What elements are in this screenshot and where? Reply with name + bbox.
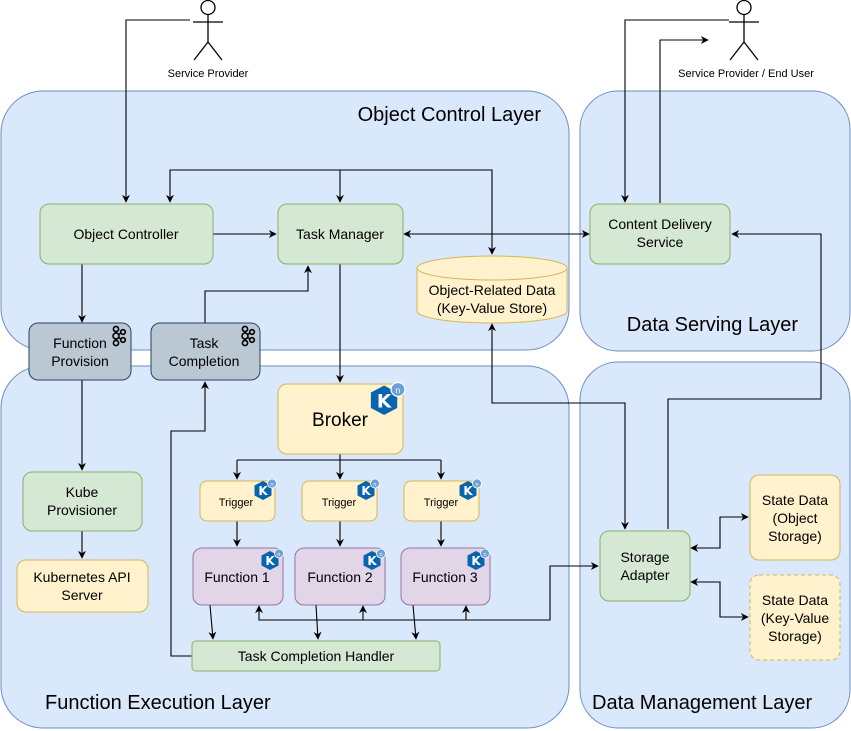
kubernetes-api-label: Kubernetes API xyxy=(33,569,130,585)
edge-function-1-to-handler xyxy=(208,604,217,640)
edge-storage-to-cds xyxy=(667,230,822,529)
object-related-data-store[interactable]: Object-Related Data (Key-Value Store) xyxy=(416,255,568,324)
trigger-2-node[interactable]: Trigger xyxy=(301,478,380,522)
task-completion-sublabel: Completion xyxy=(169,353,240,369)
kube-provisioner-node[interactable]: Kube Provisioner xyxy=(22,471,143,532)
service-provider-label: Service Provider xyxy=(168,68,249,80)
function-execution-layer-title: Function Execution Layer xyxy=(45,692,271,714)
task-completion-handler-label: Task Completion Handler xyxy=(238,648,395,664)
task-completion-label: Task xyxy=(190,335,220,351)
state-object-label: State Data xyxy=(762,492,828,508)
function-provision-label: Function xyxy=(53,335,107,351)
service-provider-end-user-actor xyxy=(729,0,759,61)
object-control-layer-title: Object Control Layer xyxy=(358,104,542,126)
task-completion-topic[interactable]: Task Completion xyxy=(150,322,261,381)
kube-provisioner-sublabel: Provisioner xyxy=(47,502,117,518)
state-kv-sublabel-1: (Key-Value xyxy=(761,610,829,626)
service-provider-end-user-label: Service Provider / End User xyxy=(678,68,814,80)
object-related-data-label: Object-Related Data xyxy=(429,282,556,298)
edge-handler-to-taskcompletion xyxy=(170,381,209,657)
trigger-3-node[interactable]: Trigger xyxy=(403,478,482,522)
state-kv-sublabel-2: Storage) xyxy=(768,628,822,644)
function-3-node[interactable]: Function 3 xyxy=(400,547,491,606)
function-2-node[interactable]: Function 2 xyxy=(294,547,386,606)
task-completion-handler-node[interactable]: Task Completion Handler xyxy=(191,640,441,672)
broker-label: Broker xyxy=(312,410,369,431)
content-delivery-service-node[interactable]: Content Delivery Service xyxy=(589,203,731,265)
state-data-object-storage-node[interactable]: State Data (Object Storage) xyxy=(749,474,841,561)
edge-taskmanager-to-objectdata xyxy=(340,169,496,255)
edge-user-to-cds xyxy=(621,19,729,203)
state-kv-label: State Data xyxy=(762,592,828,608)
object-controller-node[interactable]: Object Controller xyxy=(39,203,214,265)
function-1-label: Function 1 xyxy=(204,569,270,585)
object-controller-label: Object Controller xyxy=(73,226,178,242)
edge-provider-to-controller xyxy=(122,19,190,203)
edge-storage-state-kv xyxy=(690,578,749,621)
data-serving-layer-title: Data Serving Layer xyxy=(627,314,799,336)
storage-adapter-label: Storage xyxy=(620,549,669,565)
edge-cds-to-user xyxy=(659,36,709,203)
object-related-data-sublabel: (Key-Value Store) xyxy=(437,300,547,316)
function-provision-topic[interactable]: Function Provision xyxy=(28,322,132,381)
edge-storage-state-object xyxy=(690,513,749,552)
kubernetes-api-server-node[interactable]: Kubernetes API Server xyxy=(16,559,149,613)
trigger-2-label: Trigger xyxy=(322,497,357,509)
broker-node[interactable]: Broker xyxy=(277,381,406,455)
function-3-label: Function 3 xyxy=(412,569,478,585)
storage-adapter-node[interactable]: Storage Adapter xyxy=(599,530,691,602)
storage-adapter-sublabel: Adapter xyxy=(620,567,669,583)
person-icon xyxy=(729,0,759,61)
person-icon xyxy=(193,0,223,61)
task-manager-label: Task Manager xyxy=(296,226,384,242)
service-provider-actor xyxy=(193,0,223,61)
content-delivery-sublabel: Service xyxy=(637,234,684,250)
trigger-3-label: Trigger xyxy=(424,497,459,509)
kube-provisioner-label: Kube xyxy=(66,484,99,500)
edge-objectdata-storage xyxy=(488,323,629,530)
edge-taskmanager-to-controller xyxy=(166,169,340,203)
kubernetes-api-sublabel: Server xyxy=(61,587,103,603)
task-manager-node[interactable]: Task Manager xyxy=(277,203,404,265)
trigger-1-node[interactable]: Trigger xyxy=(199,478,277,522)
function-execution-layer xyxy=(0,365,570,729)
state-object-sublabel-1: (Object xyxy=(772,510,817,526)
function-1-node[interactable]: Function 1 xyxy=(192,547,284,606)
function-2-label: Function 2 xyxy=(307,569,373,585)
connectors xyxy=(78,19,822,657)
content-delivery-label: Content Delivery xyxy=(608,216,712,232)
edge-functions-storage-bus xyxy=(255,562,599,621)
state-object-sublabel-2: Storage) xyxy=(768,528,822,544)
state-data-kv-storage-node[interactable]: State Data (Key-Value Storage) xyxy=(749,574,841,661)
data-management-layer-title: Data Management Layer xyxy=(592,692,812,714)
edge-taskcompletion-to-taskmanager xyxy=(204,265,312,323)
function-provision-sublabel: Provision xyxy=(51,353,109,369)
trigger-1-label: Trigger xyxy=(219,497,254,509)
